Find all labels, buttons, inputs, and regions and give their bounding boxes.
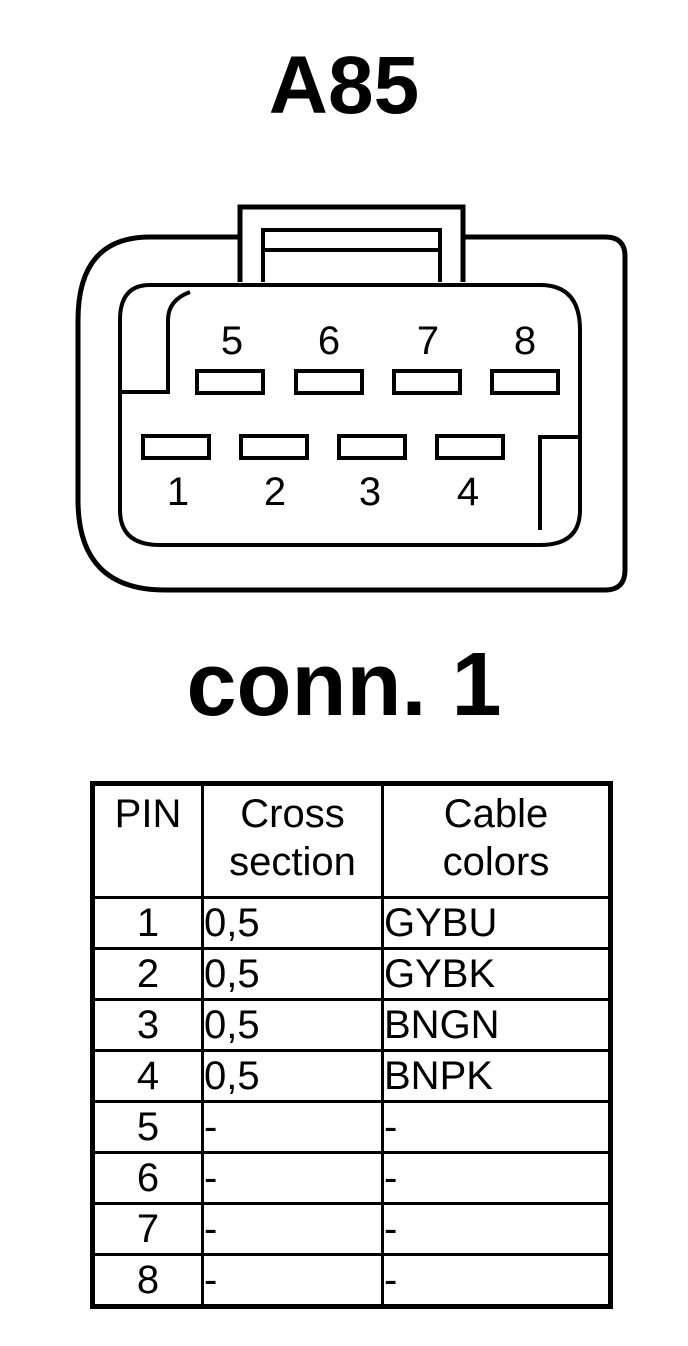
cell-cable-color: GYBU — [381, 896, 612, 950]
cell-cross-section: 0,5 — [201, 947, 384, 1001]
pin-slot-2 — [239, 434, 309, 460]
pin-slot-7 — [392, 369, 462, 395]
cell-cable-color: GYBK — [381, 947, 612, 1001]
cell-pin: 2 — [91, 947, 204, 1001]
pin-label-8: 8 — [514, 319, 536, 363]
table-row: 4 0,5 BNPK — [91, 1049, 612, 1103]
cell-pin: 1 — [91, 896, 204, 950]
table-row: 1 0,5 GYBU — [91, 896, 612, 950]
table-row: 6 - - — [91, 1151, 612, 1205]
table-row: 7 - - — [91, 1202, 612, 1256]
cell-cross-section: 0,5 — [201, 1049, 384, 1103]
cell-pin: 8 — [91, 1253, 204, 1308]
cell-cable-color: - — [381, 1253, 612, 1308]
cell-cable-color: - — [381, 1100, 612, 1154]
cell-cable-color: BNGN — [381, 998, 612, 1052]
connector-label: conn. 1 — [186, 635, 502, 735]
pin-label-6: 6 — [318, 319, 340, 363]
pin-slot-5 — [195, 369, 265, 395]
pin-label-7: 7 — [417, 319, 439, 363]
pin-table: PIN Cross section Cable colors 1 0,5 GYB… — [90, 781, 613, 1309]
connector-housing-outer — [75, 234, 628, 593]
cell-cross-section: 0,5 — [201, 998, 384, 1052]
cell-cross-section: - — [201, 1151, 384, 1205]
pin-slot-3 — [337, 434, 407, 460]
connector-diagram: 5 6 7 8 1 2 3 4 — [75, 204, 628, 593]
header-pin: PIN — [91, 782, 204, 899]
cell-pin: 3 — [91, 998, 204, 1052]
cell-cross-section: - — [201, 1253, 384, 1308]
table-row: 3 0,5 BNGN — [91, 998, 612, 1052]
connector-latch-inner — [261, 228, 442, 282]
pin-slot-1 — [141, 434, 211, 460]
table-row: 5 - - — [91, 1100, 612, 1154]
cell-cable-color: BNPK — [381, 1049, 612, 1103]
cell-pin: 6 — [91, 1151, 204, 1205]
cell-cross-section: - — [201, 1202, 384, 1256]
table-header-row: PIN Cross section Cable colors — [91, 782, 612, 899]
cell-pin: 7 — [91, 1202, 204, 1256]
pin-slot-6 — [294, 369, 364, 395]
cell-cable-color: - — [381, 1202, 612, 1256]
connector-latch — [237, 204, 466, 282]
cell-cable-color: - — [381, 1151, 612, 1205]
pin-label-2: 2 — [264, 470, 286, 514]
pin-label-4: 4 — [457, 470, 479, 514]
pin-label-5: 5 — [221, 319, 243, 363]
pin-label-1: 1 — [167, 470, 189, 514]
cell-pin: 4 — [91, 1049, 204, 1103]
table-row: 8 - - — [91, 1253, 612, 1308]
header-cross-section: Cross section — [201, 782, 384, 899]
cell-pin: 5 — [91, 1100, 204, 1154]
pin-label-3: 3 — [359, 470, 381, 514]
connector-key-left — [120, 290, 191, 394]
cell-cross-section: - — [201, 1100, 384, 1154]
cell-cross-section: 0,5 — [201, 896, 384, 950]
pin-slot-4 — [435, 434, 505, 460]
pin-slot-8 — [490, 369, 560, 395]
header-cable-colors: Cable colors — [381, 782, 612, 899]
component-title: A85 — [268, 40, 420, 131]
connector-key-right — [538, 435, 580, 530]
connector-cavity — [118, 283, 582, 547]
table-row: 2 0,5 GYBK — [91, 947, 612, 1001]
